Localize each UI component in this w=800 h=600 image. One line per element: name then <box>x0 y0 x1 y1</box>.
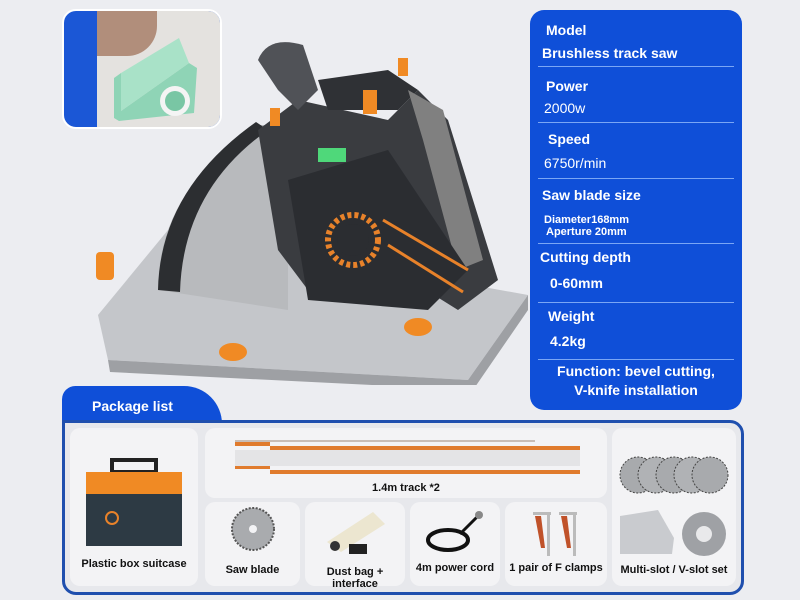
spec-label-model: Model <box>546 22 587 38</box>
divider <box>538 122 734 123</box>
package-list-tab <box>62 386 222 424</box>
package-item-label: Multi-slot / V-slot set <box>620 564 728 576</box>
spec-label-depth: Cutting depth <box>540 249 631 265</box>
v-slot-guard-icon <box>620 510 726 556</box>
green-profile-image <box>114 38 197 121</box>
saw-blade-icon <box>231 507 275 551</box>
dust-bag-icon <box>327 512 385 554</box>
package-item-power-cord: 4m power cord <box>410 502 500 586</box>
package-item-label: Plastic box suitcase <box>81 558 187 570</box>
function-line-1: Function: bevel cutting, <box>557 363 715 379</box>
divider <box>538 243 734 244</box>
power-cord-icon <box>426 511 483 552</box>
package-item-label: 1.4m track *2 <box>372 482 440 494</box>
divider <box>538 178 734 179</box>
track-rail-icon <box>235 440 580 474</box>
divider <box>538 302 734 303</box>
f-clamp-icon <box>533 512 577 556</box>
spec-value-aperture: Aperture 20mm <box>546 226 627 238</box>
package-item-clamps: 1 pair of F clamps <box>505 502 607 586</box>
package-item-multi-slot: Multi-slot / V-slot set <box>612 428 736 586</box>
package-list-title: Package list <box>92 398 173 414</box>
spec-value-diameter: Diameter168mm <box>544 214 629 226</box>
package-item-box: Plastic box suitcase <box>70 428 198 586</box>
package-item-label: Dust bag + interface <box>326 566 384 590</box>
package-item-track: 1.4m track *2 <box>205 428 607 498</box>
track-saw-image <box>96 42 528 385</box>
package-item-saw-blade: Saw blade <box>205 502 300 586</box>
package-item-label: 4m power cord <box>415 562 495 574</box>
spec-value-power: 2000w <box>544 100 586 116</box>
package-item-label: 1 pair of F clamps <box>509 562 603 574</box>
inset-photo <box>62 9 222 129</box>
spec-label-blade: Saw blade size <box>542 187 641 203</box>
function-line-2: V-knife installation <box>574 382 698 398</box>
package-item-label: Saw blade <box>225 564 280 576</box>
spec-label-power: Power <box>546 78 589 94</box>
spec-value-weight: 4.2kg <box>550 333 586 349</box>
spec-value-model: Brushless track saw <box>542 45 678 61</box>
package-item-dust-bag: Dust bag + interface <box>305 502 405 590</box>
spec-label-weight: Weight <box>548 308 595 324</box>
spec-label-speed: Speed <box>548 131 591 147</box>
divider <box>538 359 734 360</box>
spec-value-speed: 6750r/min <box>544 155 607 171</box>
divider <box>538 66 734 67</box>
spec-value-depth: 0-60mm <box>550 275 603 291</box>
toolbox-icon <box>86 458 182 546</box>
spec-panel: Model Brushless track saw Power 2000w Sp… <box>530 10 742 410</box>
blade-set-icon <box>619 456 729 494</box>
